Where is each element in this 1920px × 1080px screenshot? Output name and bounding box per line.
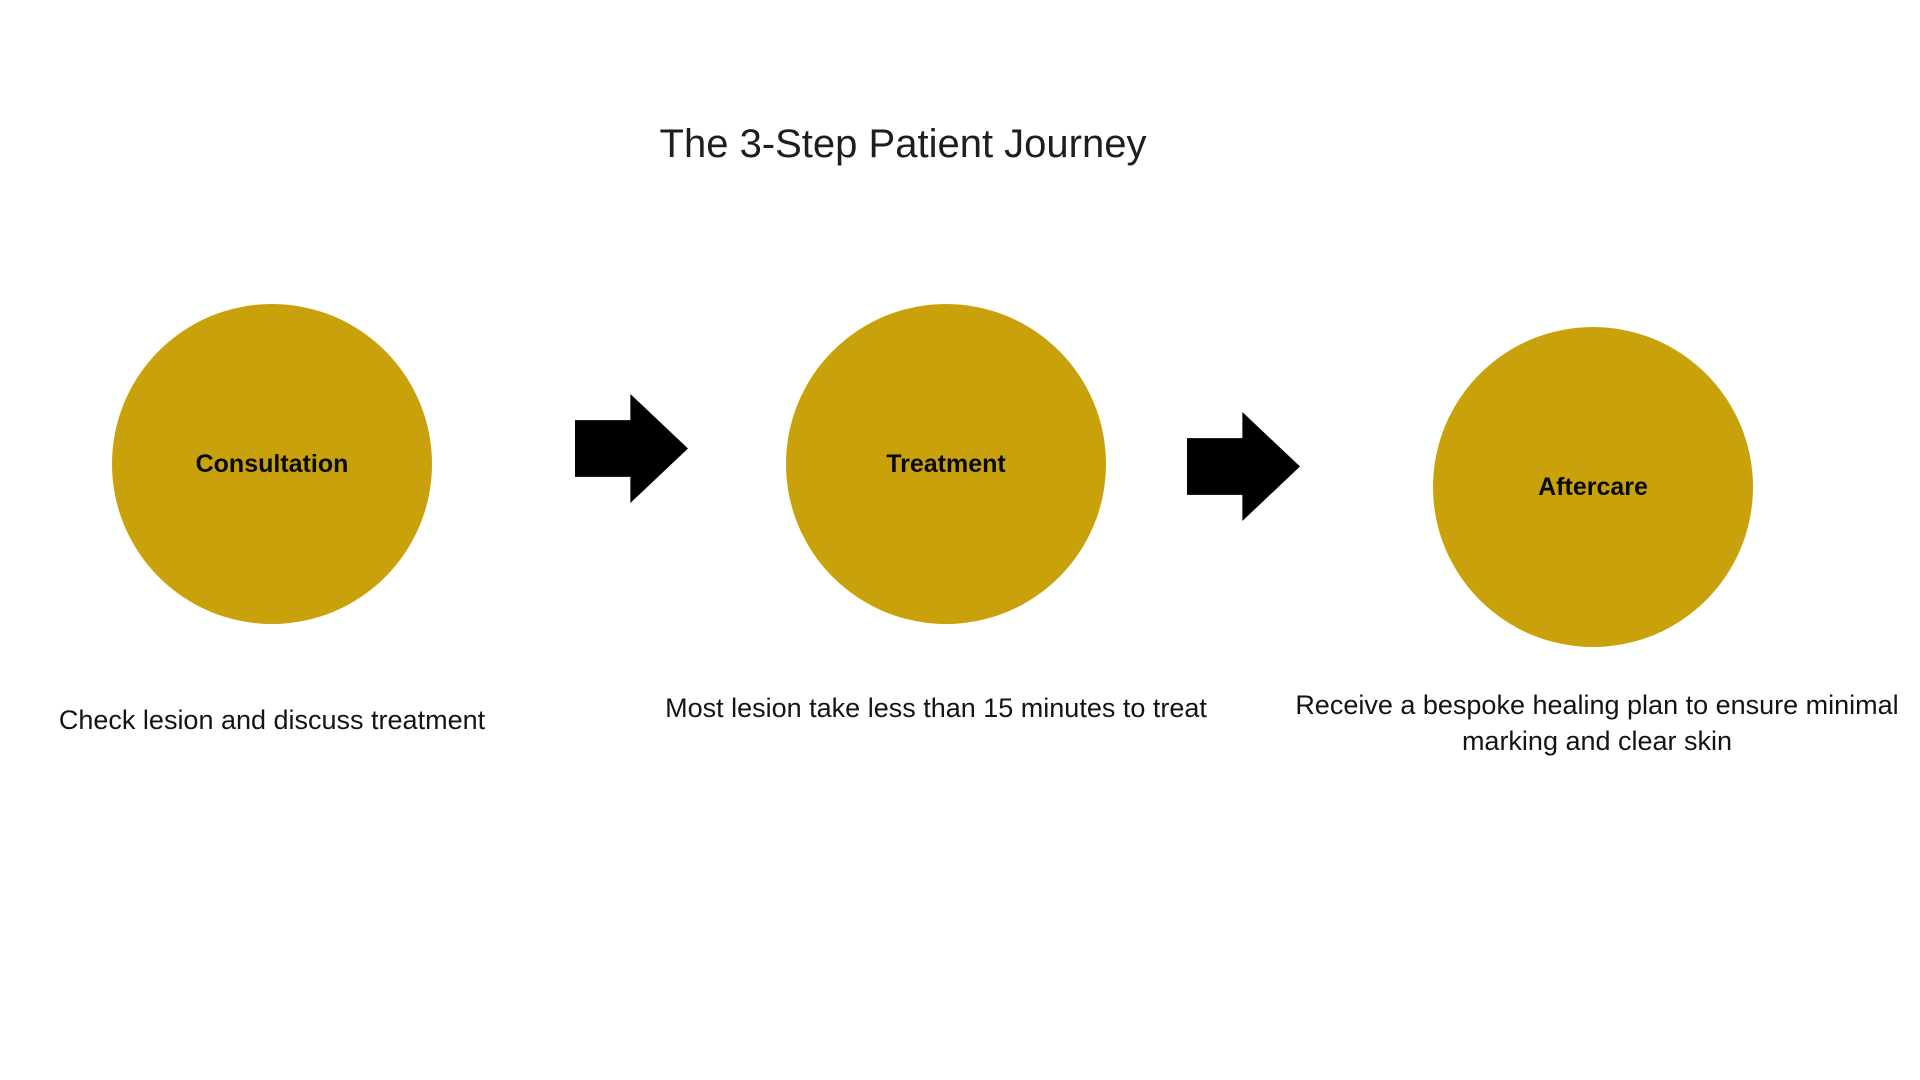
step-description-consultation: Check lesion and discuss treatment bbox=[59, 702, 485, 738]
right-arrow-icon bbox=[1187, 412, 1300, 521]
step-description-aftercare: Receive a bespoke healing plan to ensure… bbox=[1295, 687, 1898, 759]
step-description-treatment: Most lesion take less than 15 minutes to… bbox=[665, 690, 1207, 726]
step-label-aftercare: Aftercare bbox=[1538, 472, 1648, 501]
description-line: Receive a bespoke healing plan to ensure… bbox=[1295, 690, 1899, 720]
description-line: Check lesion and discuss treatment bbox=[58, 705, 486, 735]
step-circle-treatment: Treatment bbox=[786, 304, 1106, 624]
page-title: The 3-Step Patient Journey bbox=[659, 122, 1147, 166]
description-line: Most lesion take less than 15 minutes to… bbox=[665, 693, 1207, 723]
right-arrow-icon bbox=[575, 394, 688, 503]
description-line: marking and clear skin bbox=[1461, 726, 1733, 756]
step-circle-aftercare: Aftercare bbox=[1433, 327, 1753, 647]
step-label-consultation: Consultation bbox=[195, 449, 349, 478]
step-label-treatment: Treatment bbox=[886, 449, 1006, 478]
step-circle-consultation: Consultation bbox=[112, 304, 432, 624]
